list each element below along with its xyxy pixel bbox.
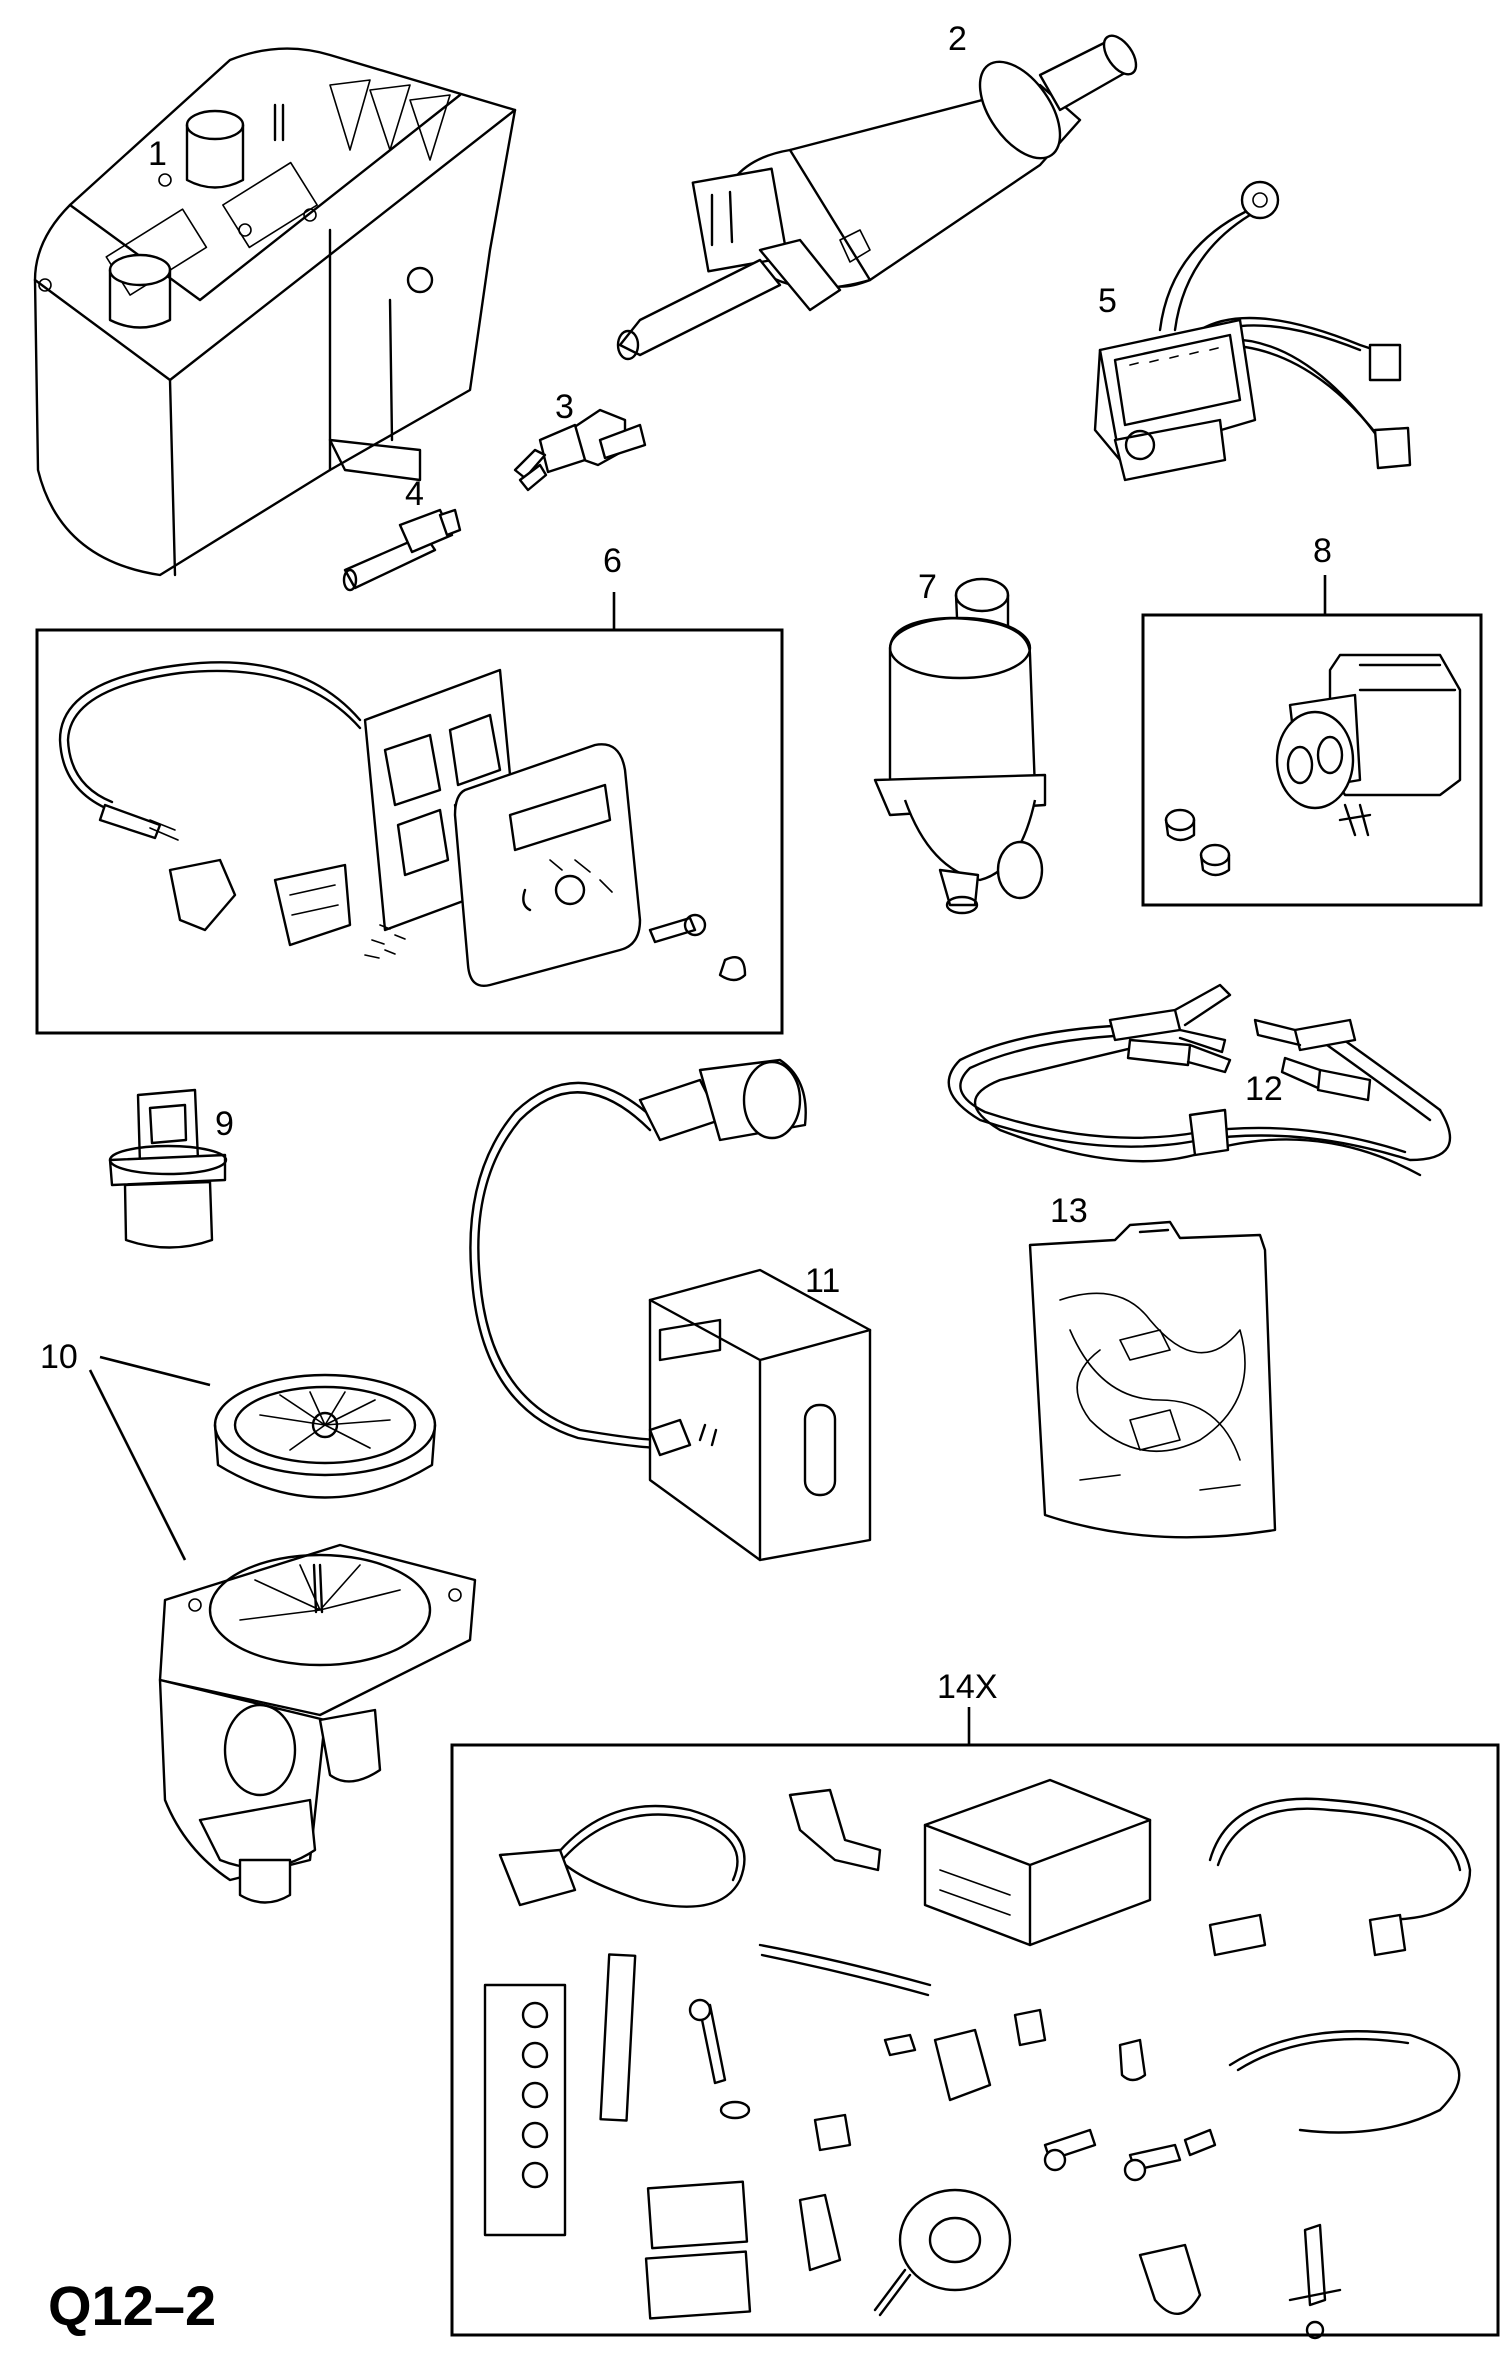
callout-13: 13 (1050, 1192, 1088, 1230)
leader-10a (99, 1355, 211, 1387)
callout-9: 9 (215, 1105, 234, 1143)
page-id: Q12–2 (48, 2274, 216, 2337)
callout-11: 11 (805, 1262, 840, 1300)
installation-kit-illustration (483, 1778, 1472, 2340)
control-unit-bracket-illustration (469, 1058, 872, 1562)
part-8-frame (1141, 613, 1483, 907)
cable-with-clips-illustration (947, 983, 1452, 1177)
callout-12: 12 (1245, 1070, 1283, 1108)
fuel-pump-illustration (616, 34, 1138, 361)
callout-5: 5 (1098, 282, 1117, 320)
callout-4: 4 (405, 475, 424, 513)
sensor-illustration (108, 1088, 228, 1249)
callout-14x: 14X (937, 1668, 998, 1706)
coolant-pump-illustration (873, 577, 1047, 915)
callout-1: 1 (148, 135, 167, 173)
callout-2: 2 (948, 20, 967, 58)
glow-plug-illustration (342, 508, 462, 592)
callout-6: 6 (603, 542, 622, 580)
callout-8: 8 (1313, 532, 1332, 570)
callout-3: 3 (555, 388, 574, 426)
connector-kit-illustration (1164, 653, 1462, 877)
part-14x-frame (450, 1743, 1500, 2337)
wiring-harness-illustration (1093, 180, 1412, 482)
blower-assembly-illustration (158, 1373, 477, 1904)
callout-7: 7 (918, 568, 937, 606)
callout-10: 10 (40, 1338, 78, 1376)
part-6-frame (35, 628, 784, 1035)
temperature-sensor-illustration (513, 408, 647, 492)
heater-unit-illustration (33, 47, 517, 577)
leader-10b (88, 1369, 187, 1561)
timer-control-kit-illustration (58, 661, 747, 987)
parts-bag-illustration (1028, 1220, 1277, 1539)
